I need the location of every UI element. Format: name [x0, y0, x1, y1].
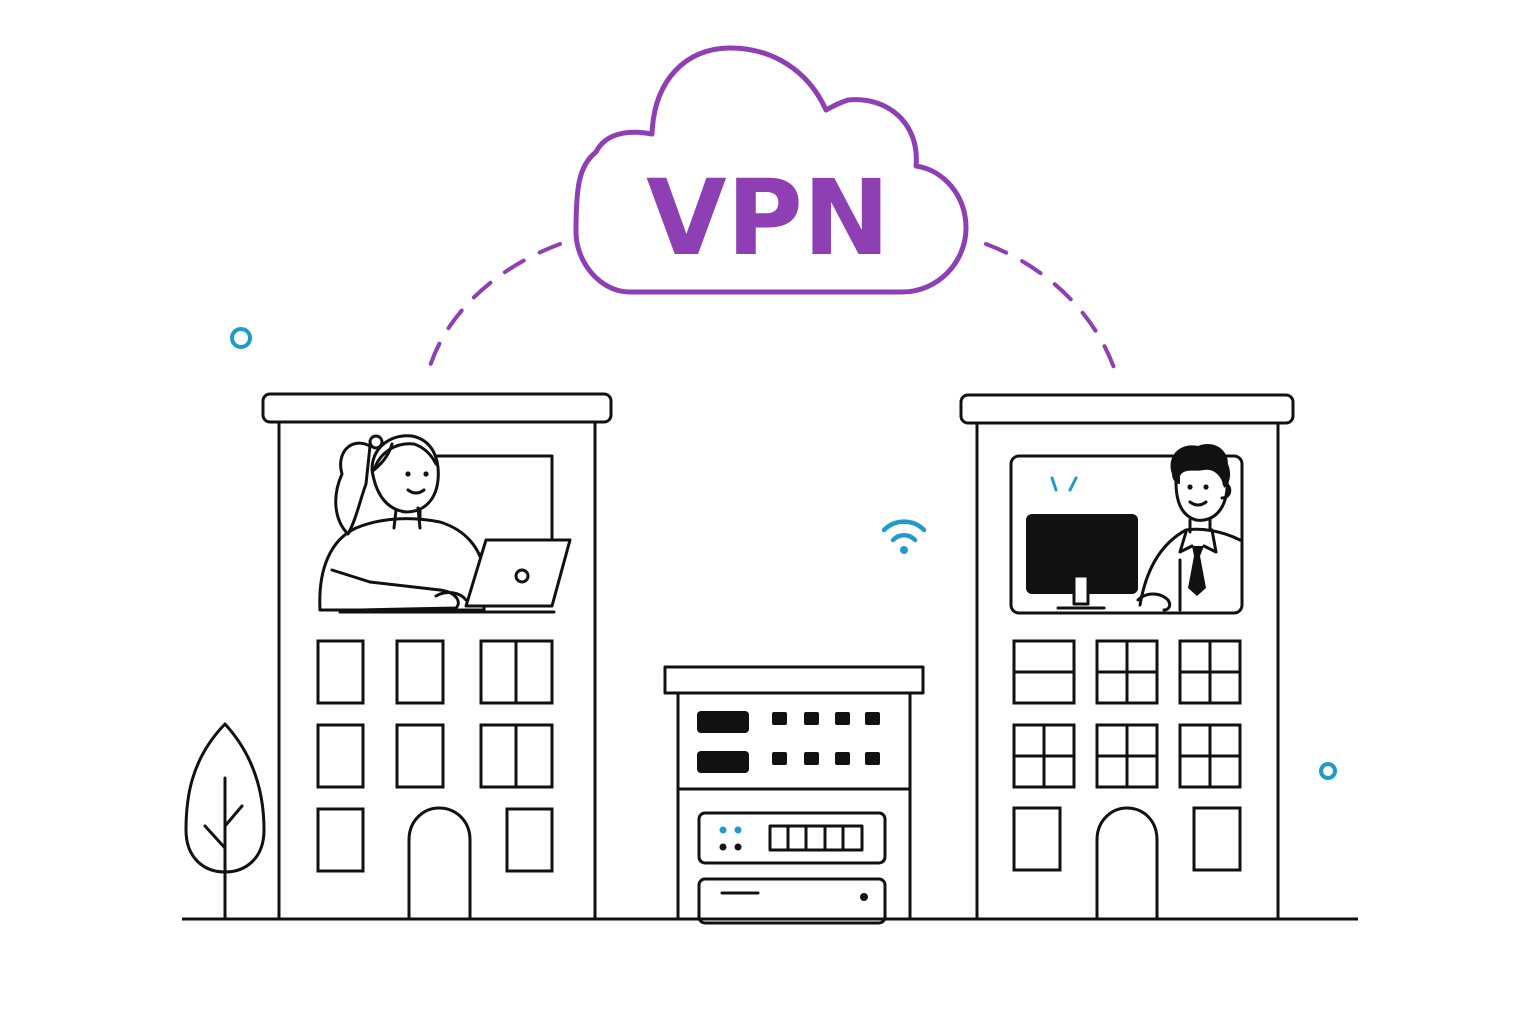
right-window	[1012, 639, 1076, 705]
left-building-roof	[261, 392, 613, 424]
right-window	[1178, 723, 1242, 789]
right-window	[1192, 806, 1242, 872]
right-window	[1012, 806, 1062, 872]
vpn-label: VPN	[646, 157, 890, 279]
connection-arc-right	[984, 242, 1120, 382]
left-window	[316, 807, 365, 873]
right-building-open-window	[1009, 454, 1244, 615]
server-rack-icon	[663, 665, 925, 925]
left-window	[316, 639, 365, 705]
laptop-icon	[338, 538, 572, 614]
right-window	[1012, 723, 1076, 789]
wifi-icon	[881, 519, 927, 554]
server-unit	[697, 877, 887, 925]
cloud-icon	[573, 45, 969, 295]
woman-with-laptop	[318, 434, 572, 614]
network-switch	[697, 811, 887, 865]
right-window	[1178, 639, 1242, 705]
right-office-building	[959, 393, 1295, 921]
man-at-desktop	[1026, 444, 1242, 612]
server-rack-top	[663, 665, 925, 695]
right-building-door	[1095, 806, 1159, 921]
left-building-body	[277, 420, 597, 921]
left-window	[316, 723, 365, 789]
left-window	[395, 639, 445, 705]
desktop-monitor-icon	[1026, 514, 1138, 610]
left-building-door	[407, 806, 472, 921]
decorative-dot-left	[230, 327, 252, 349]
left-window	[395, 723, 445, 789]
right-window	[1095, 639, 1159, 705]
right-building-body	[975, 421, 1280, 921]
left-office-building	[261, 392, 613, 921]
right-window	[1095, 723, 1159, 789]
left-window	[505, 807, 554, 873]
server-rack-body	[676, 691, 912, 921]
tree-icon	[184, 722, 266, 920]
decorative-dot-right	[1319, 762, 1337, 780]
connection-arc-left	[424, 242, 562, 382]
right-building-roof	[959, 393, 1295, 425]
